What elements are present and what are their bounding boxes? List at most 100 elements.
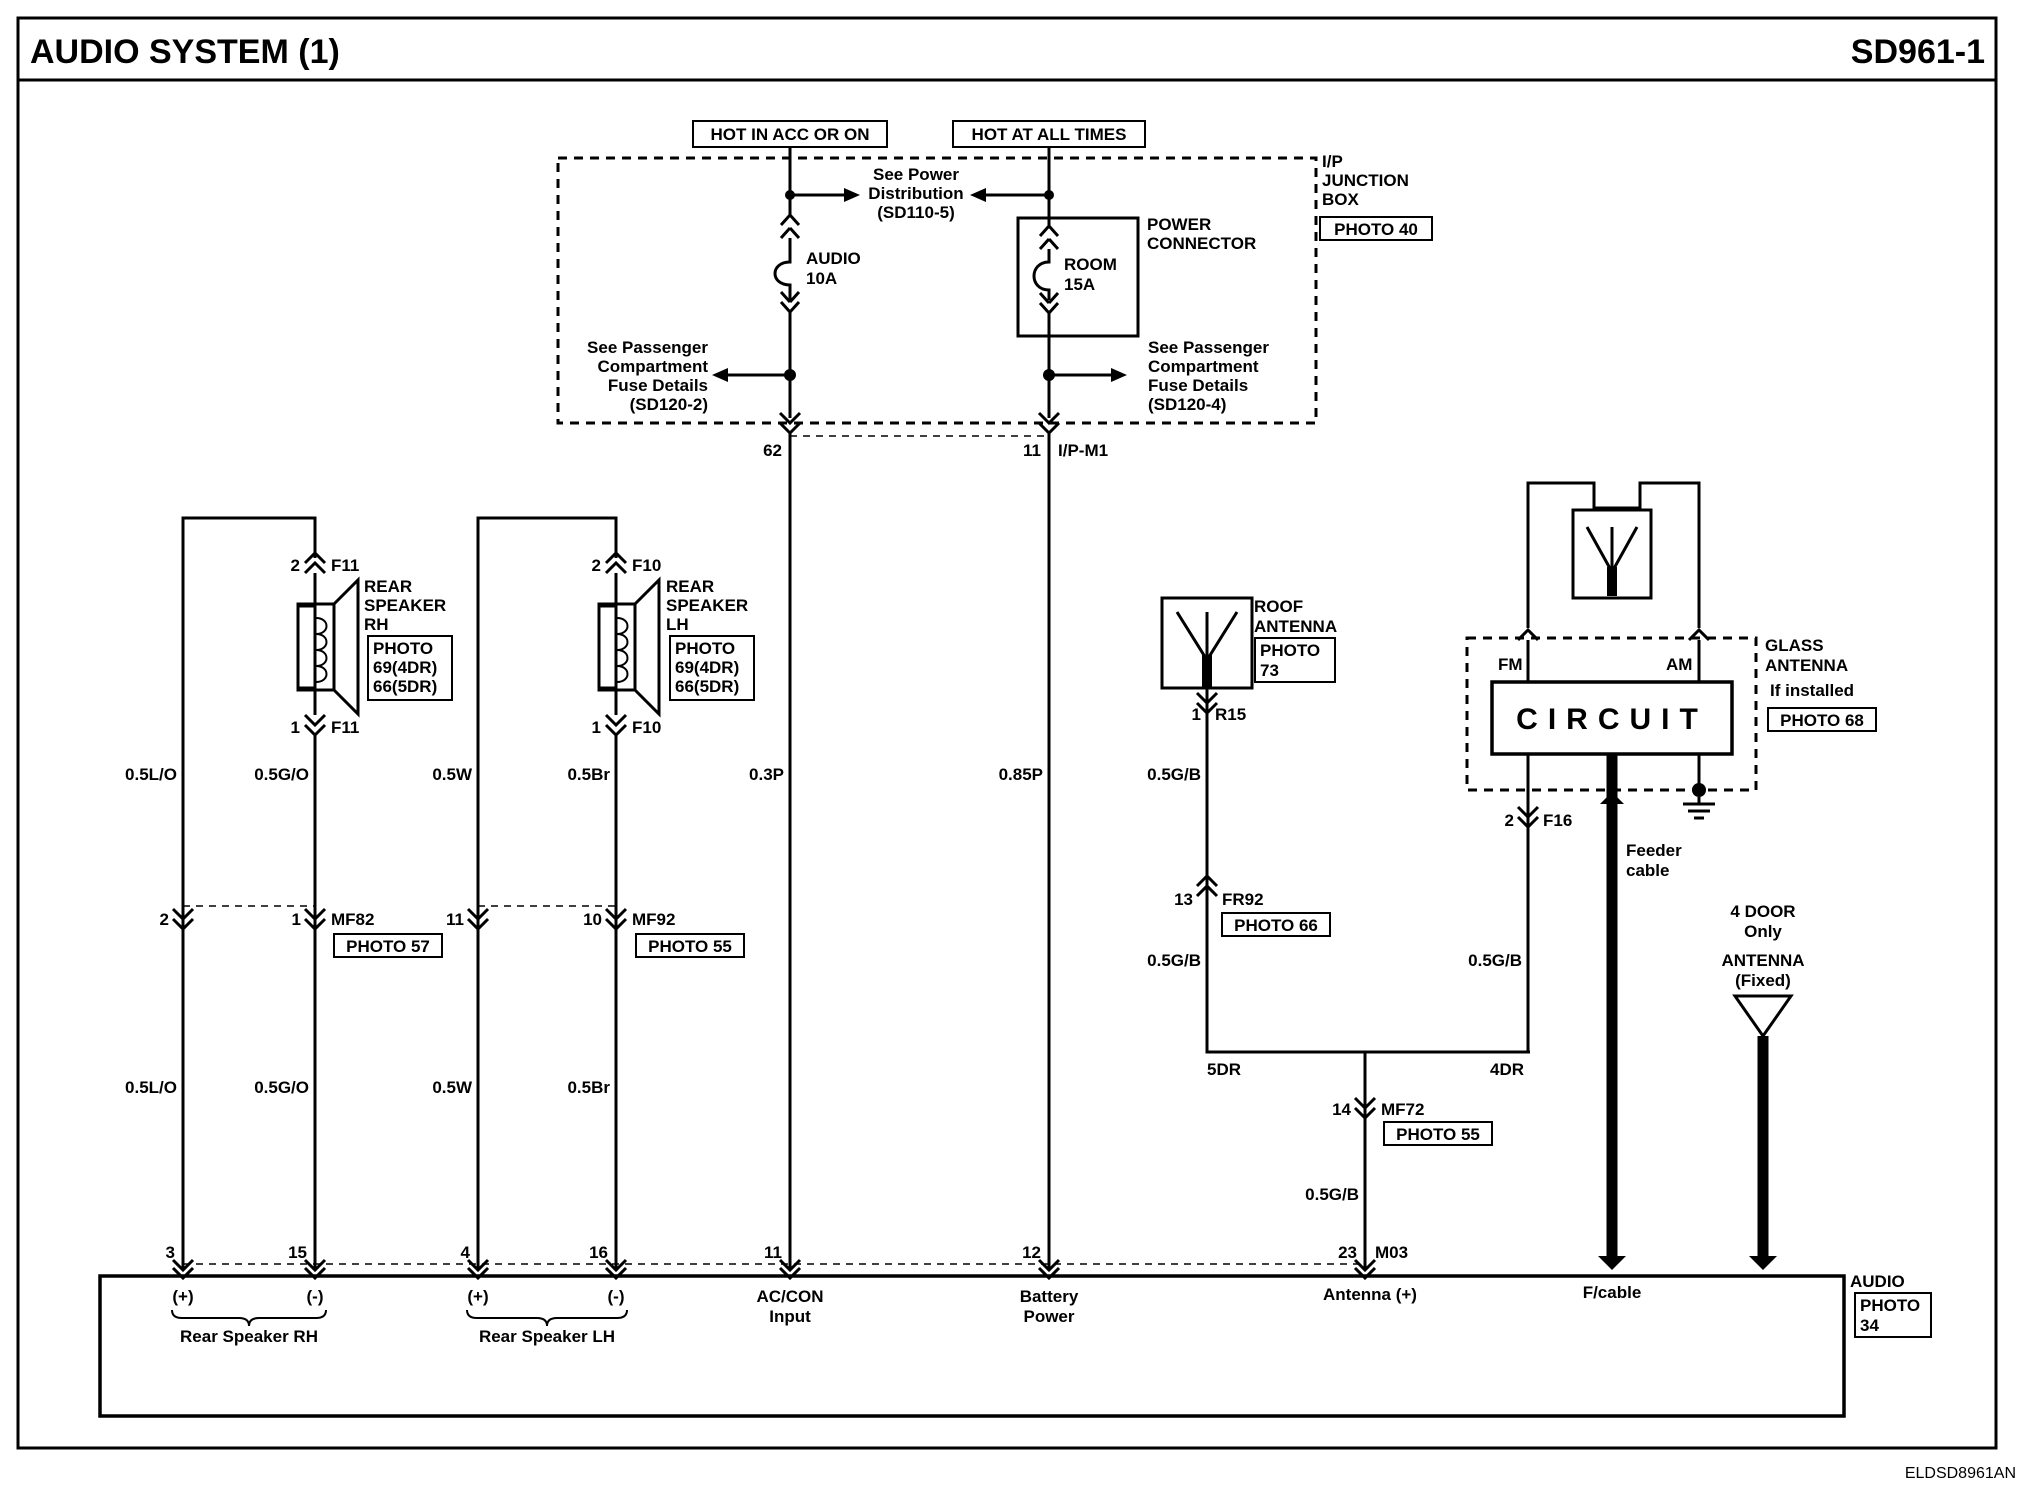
mf82-connector-b	[303, 907, 327, 932]
fuse-audio-symbol	[773, 213, 801, 418]
audio-pin-23: 23	[1338, 1243, 1357, 1262]
page-title: AUDIO SYSTEM (1)	[30, 33, 340, 71]
fr92-connector	[1195, 873, 1219, 898]
hot-acc-label: HOT IN ACC OR ON	[711, 125, 870, 144]
power-dist-arrowhead-left	[844, 188, 860, 202]
mf82-pin-b: 1	[292, 910, 301, 929]
rear-rh-speaker-cone	[332, 576, 360, 718]
r15-connector	[1195, 691, 1219, 716]
roof-antenna-photo-1: PHOTO	[1260, 641, 1320, 660]
audio-pin-11: 11	[764, 1243, 782, 1262]
mf92-connector-b	[604, 907, 628, 932]
rear-lh-speaker-cone	[633, 576, 661, 718]
wire-w8-label: 0.5G/B	[1468, 951, 1522, 970]
antenna-input-label: Antenna (+)	[1323, 1285, 1417, 1304]
roof-antenna-photo-box	[1254, 637, 1336, 683]
mf72-connector	[1353, 1096, 1377, 1121]
rear-lh-bottom-pin: 1	[592, 718, 601, 737]
rear-lh-plus: (+)	[467, 1287, 488, 1306]
fuse-room-symbol	[1032, 218, 1060, 418]
pin-4-connector	[466, 1258, 490, 1281]
hot-all-label: HOT AT ALL TIMES	[972, 125, 1127, 144]
audio-pin-3: 3	[166, 1243, 175, 1262]
roof-antenna-label-1: ROOF	[1254, 597, 1303, 616]
junction-box-label-2: JUNCTION	[1322, 171, 1409, 190]
m03-label: M03	[1375, 1243, 1408, 1262]
rear-lh-label-3: LH	[666, 615, 689, 634]
rear-rh-top-conn: F11	[331, 556, 359, 575]
junction-box-label-1: I/P	[1322, 152, 1343, 171]
am-label: AM	[1666, 655, 1692, 674]
audio-pin-4: 4	[461, 1243, 471, 1262]
pin-11-audio-connector	[778, 1258, 802, 1281]
wire-w7b-label: 0.5G/B	[1147, 951, 1201, 970]
pin-23-connector	[1353, 1258, 1377, 1281]
mf72-pin: 14	[1332, 1100, 1351, 1119]
rear-lh-speaker-wire	[599, 573, 618, 715]
rear-lh-photo-3: 66(5DR)	[675, 677, 739, 696]
wire-w3b-label: 0.5W	[432, 1078, 473, 1097]
glass-antenna-element	[1526, 481, 1701, 628]
see-power-2: Distribution	[868, 184, 963, 203]
rear-lh-bottom-connector	[604, 713, 628, 738]
battery-to-pass-arrowhead	[1111, 368, 1127, 382]
audio-pin-12: 12	[1022, 1243, 1041, 1262]
four-door-label-1: 4 DOOR	[1730, 902, 1795, 921]
mf92-pin-b: 10	[583, 910, 602, 929]
mf72-label: MF72	[1381, 1100, 1424, 1119]
wire-w1b-label: 0.5L/O	[125, 1078, 177, 1097]
wire-w5-label: 0.3P	[749, 765, 784, 784]
rear-rh-label-3: RH	[364, 615, 389, 634]
circuit-label: CIRCUIT	[1516, 703, 1708, 736]
rear-rh-label-2: SPEAKER	[364, 596, 446, 615]
roof-antenna-icon	[1175, 611, 1239, 663]
rear-rh-bottom-conn: F11	[331, 718, 359, 737]
rear-rh-loop-wire	[181, 516, 317, 1270]
rear-lh-photo-box	[669, 635, 755, 701]
rear-rh-bottom-connector	[303, 713, 327, 738]
rear-lh-label-2: SPEAKER	[666, 596, 748, 615]
glass-ground-dot	[1692, 783, 1706, 797]
rear-rh-photo-box	[367, 635, 453, 701]
rear-lh-top-pin: 2	[592, 556, 601, 575]
power-connector-label-2: CONNECTOR	[1147, 234, 1256, 253]
pin-62-label: 62	[763, 441, 782, 460]
power-connector-label-1: POWER	[1147, 215, 1211, 234]
acc-to-pass-arrowhead	[712, 368, 728, 382]
fr92-pin: 13	[1174, 890, 1193, 909]
roof-antenna-photo-2: 73	[1260, 661, 1279, 680]
see-power-1: See Power	[873, 165, 959, 184]
junction-photo-label: PHOTO 40	[1334, 220, 1418, 239]
fuse-room-label-1: ROOM	[1064, 255, 1117, 274]
rear-lh-audio-label: Rear Speaker LH	[479, 1327, 615, 1346]
rear-rh-photo-1: PHOTO	[373, 639, 433, 658]
audio-pin-16: 16	[589, 1243, 608, 1262]
fr92-photo-box	[1221, 912, 1331, 937]
fm-label: FM	[1498, 655, 1523, 674]
f16-connector	[1516, 805, 1540, 830]
rear-lh-top-conn: F10	[632, 556, 661, 575]
glass-antenna-photo-label: PHOTO 68	[1780, 711, 1864, 730]
see-pass-right-3: Fuse Details	[1148, 376, 1248, 395]
mf92-connector-a	[466, 907, 490, 932]
fixed-antenna-arrow	[1749, 1256, 1777, 1270]
wire-w3-label: 0.5W	[432, 765, 473, 784]
rear-rh-plus: (+)	[172, 1287, 193, 1306]
mf82-pin-a: 2	[160, 910, 169, 929]
pin-15-connector	[303, 1258, 327, 1281]
pin-11-label: 11	[1023, 441, 1041, 460]
battery-label-2: Power	[1023, 1307, 1074, 1326]
audio-unit-box	[98, 1274, 1846, 1418]
wire-w9-label: 0.5G/B	[1305, 1185, 1359, 1204]
glass-antenna-label-1: GLASS	[1765, 636, 1824, 655]
rear-rh-minus: (-)	[307, 1287, 324, 1306]
audio-photo-box	[1854, 1292, 1932, 1338]
glass-antenna-label-2: ANTENNA	[1765, 656, 1848, 675]
roof-antenna-wire	[1205, 688, 1530, 1054]
mf72-photo-box	[1383, 1121, 1493, 1146]
rear-rh-top-pin: 2	[291, 556, 300, 575]
see-pass-left-1: See Passenger	[587, 338, 708, 357]
fr92-label: FR92	[1222, 890, 1264, 909]
diagram-code: SD961-1	[1851, 33, 1985, 71]
four-door-label-2: Only	[1744, 922, 1782, 941]
